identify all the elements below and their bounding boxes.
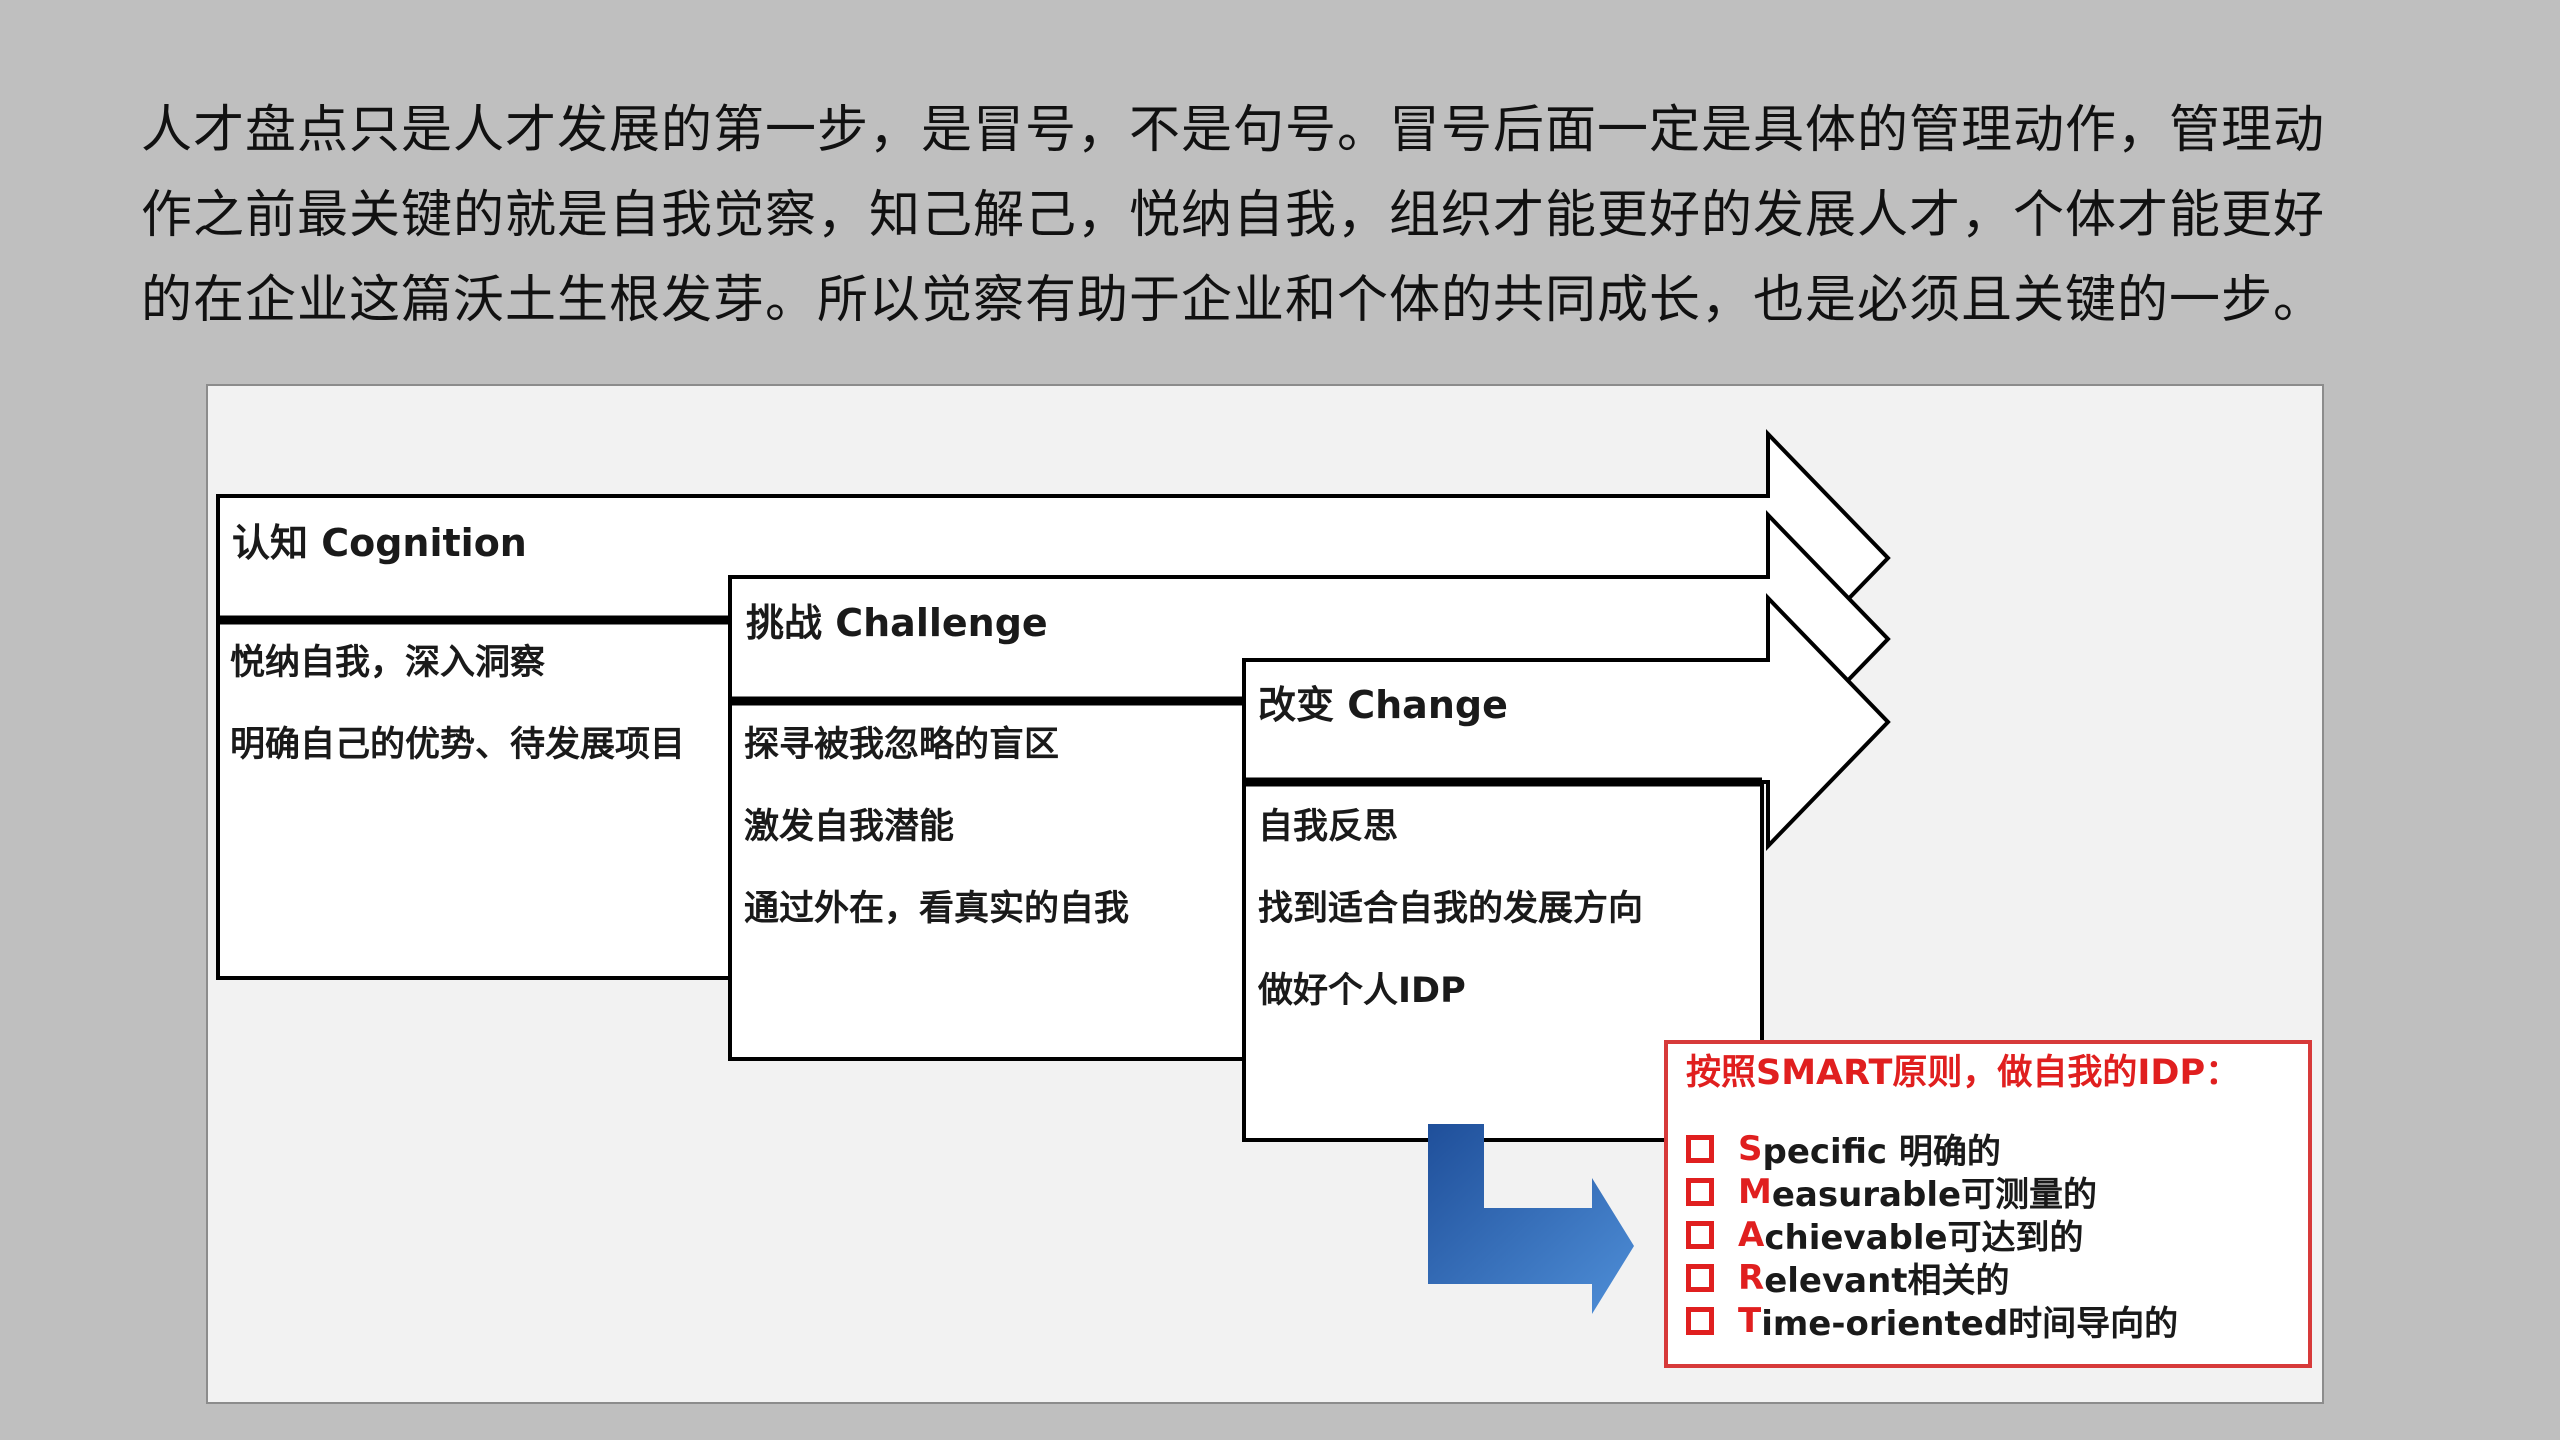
smart-letter: M	[1738, 1171, 1772, 1212]
smart-letter: A	[1738, 1214, 1765, 1255]
intro-line: 人才盘点只是人才发展的第一步，是冒号，不是句号。冒号后面一定是具体的管理动作，管…	[141, 101, 2326, 160]
smart-item-text: chievable可达到的	[1764, 1218, 2084, 1258]
smart-item-achievable: A chievable可达到的	[1686, 1213, 2308, 1258]
checkbox-icon	[1686, 1263, 1714, 1292]
smart-item-text: easurable可测量的	[1771, 1175, 2098, 1215]
challenge-item: 通过外在，看真实的自我	[744, 889, 1130, 929]
bent-arrow-icon	[1428, 1124, 1634, 1314]
change-item: 做好个人IDP	[1258, 971, 1466, 1011]
checkbox-icon	[1686, 1220, 1714, 1249]
smart-item-text: pecific 明确的	[1762, 1132, 2001, 1172]
cognition-title: 认知 Cognition	[232, 521, 527, 565]
stage-arrows-diagram	[216, 429, 1891, 1314]
change-item: 找到适合自我的发展方向	[1258, 889, 1644, 929]
smart-letter: T	[1738, 1300, 1762, 1341]
cognition-item: 明确自己的优势、待发展项目	[230, 725, 686, 765]
challenge-title: 挑战 Challenge	[746, 601, 1048, 645]
smart-title: 按照SMART原则，做自我的IDP：	[1686, 1053, 2241, 1093]
diagram-panel: 认知 Cognition 悦纳自我，深入洞察 明确自己的优势、待发展项目 挑战 …	[206, 384, 2324, 1404]
change-title: 改变 Change	[1258, 683, 1508, 727]
intro-paragraph: 人才盘点只是人才发展的第一步，是冒号，不是句号。冒号后面一定是具体的管理动作，管…	[141, 88, 2421, 343]
smart-letter: S	[1738, 1128, 1763, 1169]
challenge-item: 探寻被我忽略的盲区	[744, 725, 1060, 765]
intro-line: 的在企业这篇沃土生根发芽。所以觉察有助于企业和个体的共同成长，也是必须且关键的一…	[141, 271, 2326, 330]
challenge-body	[728, 699, 1246, 1061]
intro-line: 作之前最关键的就是自我觉察，知己解己，悦纳自我，组织才能更好的发展人才，个体才能…	[141, 186, 2326, 245]
smart-letter: R	[1738, 1257, 1765, 1298]
cognition-item: 悦纳自我，深入洞察	[230, 643, 546, 683]
cognition-body	[216, 618, 732, 980]
smart-idp-box: 按照SMART原则，做自我的IDP： S pecific 明确的 M easur…	[1664, 1040, 2312, 1368]
smart-item-time-oriented: T ime-oriented时间导向的	[1686, 1299, 2308, 1344]
smart-item-relevant: R elevant相关的	[1686, 1256, 2308, 1301]
checkbox-icon	[1686, 1306, 1714, 1335]
smart-list: S pecific 明确的 M easurable可测量的 A chievabl…	[1686, 1127, 2308, 1344]
checkbox-icon	[1686, 1177, 1714, 1206]
checkbox-icon	[1686, 1134, 1714, 1163]
change-item: 自我反思	[1258, 807, 1399, 847]
smart-item-text: ime-oriented时间导向的	[1761, 1304, 2179, 1344]
smart-item-measurable: M easurable可测量的	[1686, 1170, 2308, 1215]
challenge-item: 激发自我潜能	[744, 807, 955, 847]
smart-item-specific: S pecific 明确的	[1686, 1127, 2308, 1172]
smart-item-text: elevant相关的	[1764, 1261, 2010, 1301]
